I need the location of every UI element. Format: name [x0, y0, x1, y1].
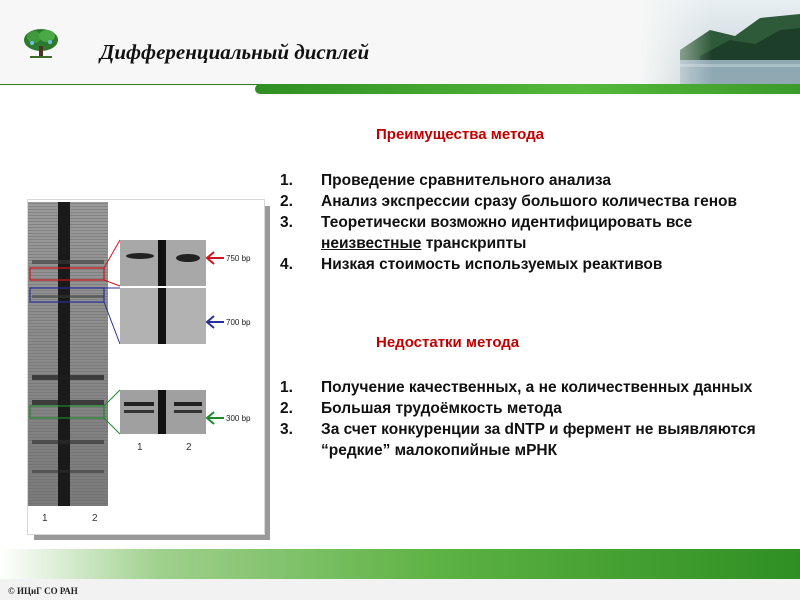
list-item: 3. За счет конкуренции за dNTP и фермент… — [280, 419, 770, 461]
item-text: Теоретически возможно идентифицировать в… — [321, 214, 693, 231]
item-number: 3. — [280, 421, 293, 438]
tree-logo-icon — [22, 26, 60, 60]
item-number: 2. — [280, 193, 293, 210]
arrow-300-icon — [205, 411, 224, 425]
list-item: 2. Анализ экспрессии сразу большого коли… — [280, 191, 770, 212]
item-text: транскрипты — [421, 235, 527, 252]
header-rule — [0, 84, 260, 85]
advantages-heading: Преимущества метода — [376, 126, 544, 143]
header-green-bar — [255, 84, 800, 94]
item-number: 1. — [280, 172, 293, 189]
page-title: Дифференциальный дисплей — [100, 40, 370, 64]
gel-lane-label-2: 2 — [92, 513, 98, 524]
item-text-underlined: неизвестные — [321, 235, 422, 252]
list-item: 2. Большая трудоёмкость метода — [280, 398, 770, 419]
footer-copyright: © ИЦиГ СО РАН — [8, 586, 78, 596]
item-text: За счет конкуренции за dNTP и фермент не… — [321, 421, 756, 459]
gel-figure: 750 bp 700 bp 300 bp 1 2 1 2 — [27, 199, 265, 535]
item-text: Проведение сравнительного анализа — [321, 172, 611, 189]
zoom-lane-label-1: 1 — [137, 442, 143, 453]
item-text: Получение качественных, а не количествен… — [321, 379, 753, 396]
disadvantages-heading: Недостатки метода — [376, 334, 520, 351]
zoom-panel-700 — [120, 288, 206, 344]
zoom-panel-300 — [120, 390, 206, 434]
item-text: Анализ экспрессии сразу большого количес… — [321, 193, 738, 210]
item-number: 2. — [280, 400, 293, 417]
advantages-list: 1. Проведение сравнительного анализа 2. … — [280, 170, 770, 275]
item-text: Большая трудоёмкость метода — [321, 400, 562, 417]
band-label-300: 300 bp — [226, 414, 251, 423]
list-item: 3. Теоретически возможно идентифицироват… — [280, 212, 770, 254]
footer-strip — [0, 579, 800, 600]
item-number: 1. — [280, 379, 293, 396]
item-number: 3. — [280, 214, 293, 231]
band-label-750: 750 bp — [226, 254, 251, 263]
band-label-700: 700 bp — [226, 318, 251, 327]
item-number: 4. — [280, 256, 293, 273]
disadvantages-list: 1. Получение качественных, а не количест… — [280, 377, 770, 461]
header-landscape-image — [640, 0, 800, 84]
zoom-panel-750 — [120, 240, 206, 286]
footer-green-band — [0, 549, 800, 579]
list-item: 1. Проведение сравнительного анализа — [280, 170, 770, 191]
arrow-750-icon — [205, 251, 224, 265]
list-item: 1. Получение качественных, а не количест… — [280, 377, 770, 398]
list-item: 4. Низкая стоимость используемых реактив… — [280, 254, 770, 275]
item-text: Низкая стоимость используемых реактивов — [321, 256, 663, 273]
arrow-700-icon — [205, 315, 224, 329]
zoom-lane-label-2: 2 — [186, 442, 192, 453]
gel-lane-label-1: 1 — [42, 513, 48, 524]
main-gel-image — [28, 202, 121, 506]
